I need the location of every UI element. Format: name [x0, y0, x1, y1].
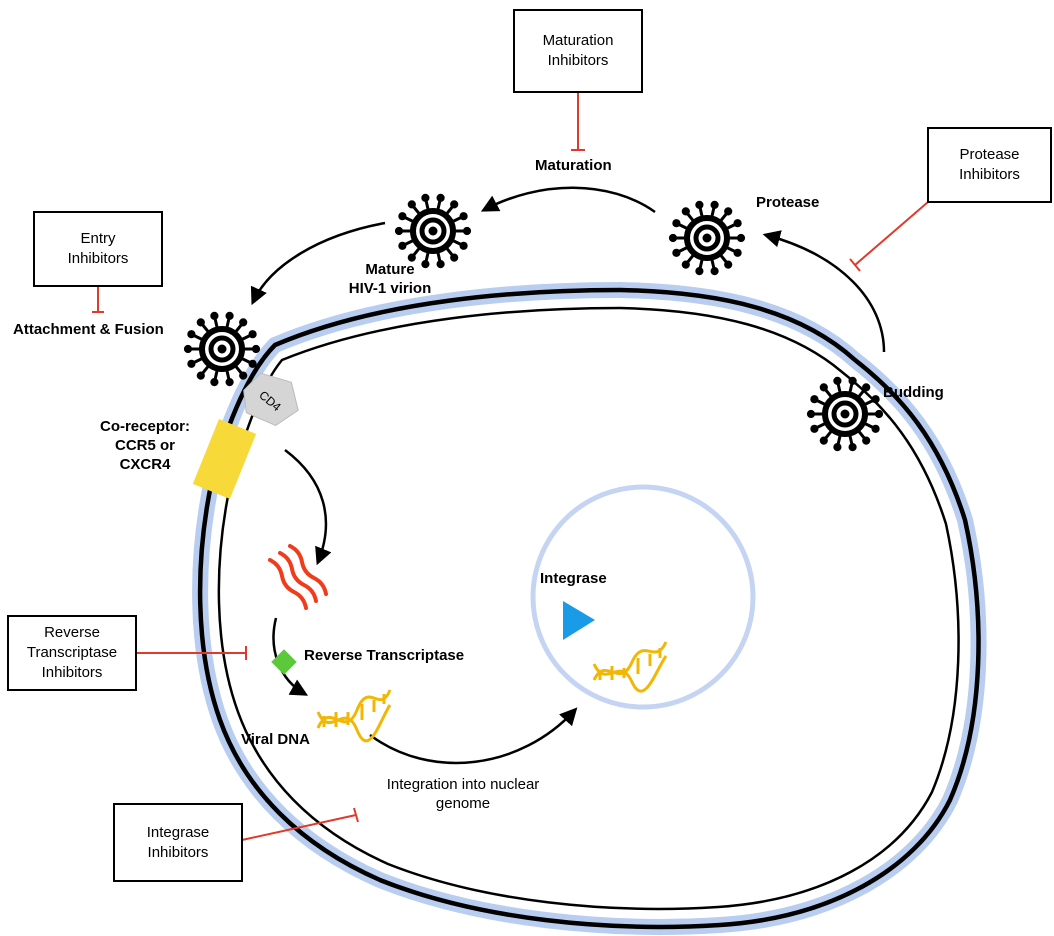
inhibition-protease — [854, 201, 929, 266]
integrase-enzyme — [563, 601, 595, 640]
reverse-transcriptase-enzyme — [271, 649, 297, 675]
inhibition-lines — [92, 93, 929, 841]
arrow-mature-to-attachment — [250, 221, 386, 306]
viral-dna-helix — [316, 689, 392, 743]
mature-virion-label: Mature HIV-1 virion — [348, 261, 432, 297]
co-receptor-label: Co-receptor: CCR5 or CXCR4 — [99, 418, 190, 473]
budding-label: Budding — [883, 384, 944, 401]
arrow-budding-to-protease — [762, 230, 886, 353]
virion-maturation — [396, 195, 469, 266]
co-receptor — [192, 419, 257, 499]
viral-rna — [268, 544, 328, 610]
cell-membrane — [192, 281, 987, 935]
nucleus — [530, 484, 756, 710]
inhibition-integrase — [241, 814, 357, 841]
arrow-dna-to-nucleus — [369, 707, 578, 765]
nuclear-dna-helix — [592, 641, 668, 693]
viral-dna-label: Viral DNA — [241, 731, 310, 748]
reverse-transcriptase-inhibitors-box: Reverse Transcriptase Inhibitors — [7, 615, 137, 691]
arrow-entry-to-rna — [284, 449, 332, 566]
cd4-receptor — [243, 372, 299, 427]
maturation-inhibitors-box: Maturation Inhibitors — [513, 9, 643, 93]
protease-inhibitors-box: Protease Inhibitors — [927, 127, 1052, 203]
maturation-label: Maturation — [535, 157, 612, 174]
reverse-transcriptase-label: Reverse Transcriptase — [304, 647, 465, 664]
attachment-fusion-label: Attachment & Fusion — [13, 321, 164, 338]
integrase-inhibitors-box: Integrase Inhibitors — [113, 803, 243, 882]
arrow-protease-to-maturation — [480, 186, 656, 214]
protease-label: Protease — [756, 194, 820, 211]
virion-budding — [808, 378, 881, 449]
integrase-label: Integrase — [540, 570, 607, 587]
integration-label: Integration into nuclear genome — [386, 776, 540, 812]
entry-inhibitors-box: Entry Inhibitors — [33, 211, 163, 287]
virion-protease — [670, 202, 743, 273]
